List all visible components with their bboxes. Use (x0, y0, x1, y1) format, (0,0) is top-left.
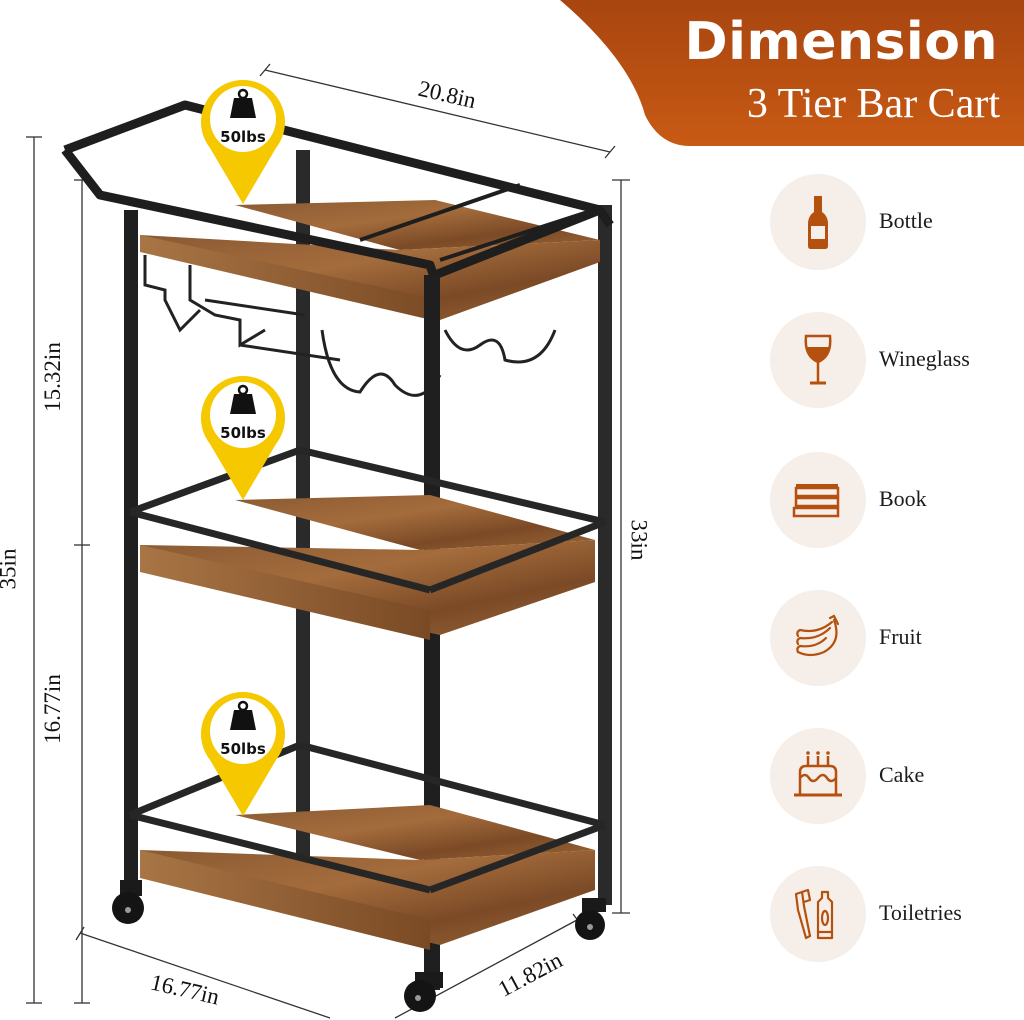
use-label: Wineglass (879, 346, 970, 371)
use-label: Bottle (879, 208, 933, 233)
weight-label: 50lbs (220, 740, 266, 758)
use-item-fruit: Fruit (770, 590, 1024, 686)
use-item-cake: Cake (770, 728, 1024, 824)
page-title: Dimension (684, 12, 998, 72)
use-item-bottle: Bottle (770, 174, 1024, 270)
map-pin-icon (201, 80, 285, 204)
dim-lower-height-label: 16.77in (39, 674, 65, 744)
weight-icon (230, 384, 256, 414)
bar-cart-illustration (26, 63, 630, 1019)
bottle-icon (808, 196, 828, 249)
dim-upper-height-label: 15.32in (39, 342, 65, 412)
cake-icon (794, 751, 842, 797)
header-banner: Dimension 3 Tier Bar Cart (0, 0, 1024, 150)
weight-pin-top: 50lbs (198, 76, 288, 206)
wheels (112, 880, 606, 1012)
wineglass-icon (804, 334, 832, 385)
weight-pin-middle: 50lbs (198, 372, 288, 502)
map-pin-icon (201, 376, 285, 500)
use-item-toiletries: Toiletries (770, 866, 1024, 962)
use-label: Cake (879, 762, 925, 787)
banana-icon (796, 614, 840, 657)
map-pin-icon (201, 692, 285, 816)
use-item-wineglass: Wineglass (770, 312, 1024, 408)
toiletries-icon (794, 888, 834, 940)
weight-pin-bottom: 50lbs (198, 688, 288, 818)
page-subtitle: 3 Tier Bar Cart (746, 81, 1000, 127)
weight-icon (230, 88, 256, 118)
use-item-book: Book (770, 452, 1024, 548)
weight-icon (230, 700, 256, 730)
use-label: Toiletries (879, 900, 962, 925)
weight-label: 50lbs (220, 424, 266, 442)
dim-total-height-label: 35in (0, 548, 21, 590)
dim-side-height-label: 33in (626, 519, 652, 561)
book-icon (792, 484, 840, 518)
weight-label: 50lbs (220, 128, 266, 146)
banner-shape (560, 0, 1024, 146)
use-label: Book (879, 486, 927, 511)
use-label: Fruit (879, 624, 922, 649)
